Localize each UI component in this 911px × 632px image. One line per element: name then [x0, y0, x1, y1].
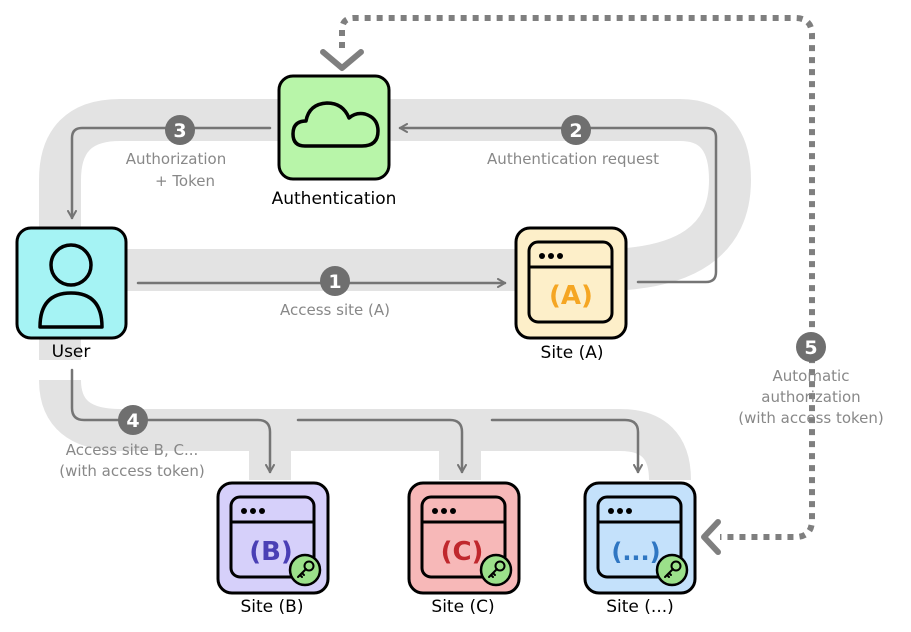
step-badge [165, 115, 195, 145]
browser-window-icon [596, 495, 683, 579]
site-inner-label: (B) [249, 537, 293, 567]
step-number: 1 [328, 271, 341, 293]
site-inner-label: (A) [549, 281, 593, 311]
step-badge [796, 332, 826, 362]
step-caption-line1: Automatic [773, 367, 850, 385]
step-4: 4 Access site B, C... (with access token… [59, 405, 205, 480]
step-number: 2 [569, 120, 582, 142]
step-caption-line2: + Token [155, 172, 215, 190]
node-label: Site (B) [241, 597, 304, 617]
arrow-site-a-to-auth [398, 123, 718, 284]
automatic-authorization-path [320, 15, 815, 555]
node-label: Site (...) [606, 597, 674, 617]
node-site-c: (C) Site (C) [407, 481, 521, 617]
key-icon [288, 553, 322, 587]
step-caption-line2: authorization [761, 388, 860, 406]
step-number: 4 [126, 410, 139, 432]
step-caption: Authentication request [487, 150, 659, 168]
flow-arrows [67, 123, 718, 474]
dotted-arrowhead-site-etc [701, 519, 721, 555]
step-3: 3 Authorization + Token [126, 115, 226, 190]
node-label: Site (A) [541, 343, 604, 363]
node-user: User [15, 226, 128, 362]
user-body-icon [38, 291, 104, 329]
node-site-b: (B) Site (B) [216, 481, 330, 617]
node-label: User [52, 342, 91, 362]
cloud-icon [291, 101, 380, 148]
dotted-line [339, 15, 815, 540]
step-5: 5 Automatic authorization (with access t… [738, 332, 884, 427]
key-icon [655, 553, 689, 587]
step-caption-line1: Access site B, C... [66, 441, 199, 459]
site-inner-label: (...) [611, 538, 660, 566]
arrow-auth-to-user [67, 126, 272, 220]
step-badge [561, 115, 591, 145]
track-sites [39, 378, 691, 482]
node-authentication: Authentication [272, 74, 397, 209]
node-label: Site (C) [431, 597, 494, 617]
step-badge [320, 266, 350, 296]
step-2: 2 Authentication request [487, 115, 659, 168]
site-inner-label: (C) [441, 537, 484, 567]
arrow-user-to-sites [70, 368, 275, 474]
step-number: 3 [173, 120, 186, 142]
arrow-to-site-c [296, 418, 467, 474]
node-label: Authentication [272, 189, 397, 209]
step-1: 1 Access site (A) [280, 266, 390, 319]
arrow-to-site-etc [490, 418, 643, 474]
node-site-a: (A) Site (A) [514, 226, 628, 363]
user-head-icon [49, 243, 93, 287]
browser-window-icon [229, 495, 316, 579]
step-caption-line3: (with access token) [738, 409, 884, 427]
browser-window-icon [420, 495, 507, 579]
step-badge [118, 405, 148, 435]
step-caption: Access site (A) [280, 301, 390, 319]
browser-window-icon [527, 240, 614, 324]
dotted-arrowhead-auth [320, 49, 364, 71]
key-icon [479, 553, 513, 587]
step-caption-line2: (with access token) [59, 462, 205, 480]
node-site-etc: (...) Site (...) [583, 481, 697, 617]
step-caption-line1: Authorization [126, 150, 226, 168]
step-number: 5 [804, 337, 817, 359]
track-loop [39, 99, 751, 360]
authentication-box [277, 74, 391, 181]
